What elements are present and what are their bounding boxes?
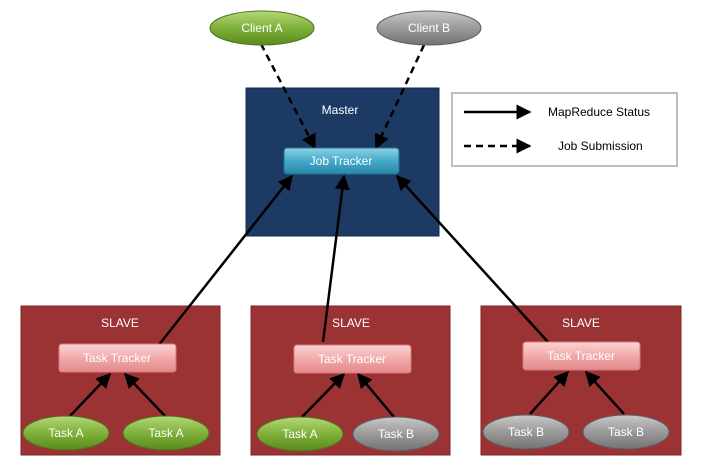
task-node: Task B — [582, 414, 670, 450]
client-b-node: Client B — [376, 10, 482, 46]
task-tracker-node-1: Task Tracker — [58, 343, 177, 373]
task-tracker-node-2: Task Tracker — [293, 344, 412, 374]
task-label: Task B — [378, 427, 414, 441]
task-tracker-label: Task Tracker — [547, 349, 615, 363]
status-arrow-slave-3 — [395, 174, 549, 343]
status-arrow-slave-2 — [321, 174, 350, 343]
task-label: Task A — [148, 426, 183, 440]
task-tracker-box — [522, 341, 641, 371]
legend: MapReduce Status Job Submission — [451, 92, 678, 167]
job-tracker-box — [283, 147, 400, 175]
task-tracker-label: Task Tracker — [83, 351, 151, 365]
status-arrow-task — [357, 372, 395, 418]
client-a-node: Client A — [209, 10, 315, 46]
job-submission-arrow-client-b — [374, 44, 426, 150]
legend-dashed-label: Job Submission — [558, 139, 643, 153]
task-ellipse — [482, 414, 570, 450]
task-label: Task A — [48, 426, 83, 440]
task-node: Task A — [22, 415, 110, 451]
status-arrow-slave-1 — [157, 174, 293, 347]
task-ellipse — [256, 416, 344, 452]
task-node: Task A — [256, 416, 344, 452]
task-ellipse — [22, 415, 110, 451]
task-tracker-box — [58, 343, 177, 373]
legend-box — [451, 92, 678, 167]
task-node: Task A — [122, 415, 210, 451]
job-tracker-label: Job Tracker — [310, 154, 373, 168]
task-node: Task B — [482, 414, 570, 450]
status-arrow-task — [69, 372, 112, 417]
task-tracker-label: Task Tracker — [318, 352, 386, 366]
slave-title: SLAVE — [332, 316, 370, 330]
status-arrow-task — [301, 372, 346, 418]
status-arrow-task — [123, 372, 166, 417]
job-submission-arrow-client-a — [259, 43, 317, 150]
status-arrow-task — [584, 370, 625, 415]
slave-title: SLAVE — [562, 316, 600, 330]
task-ellipse — [352, 416, 440, 452]
status-arrow-task — [529, 370, 570, 415]
client-a-ellipse — [209, 10, 315, 46]
legend-solid-label: MapReduce Status — [548, 105, 650, 119]
job-tracker-node: Job Tracker — [283, 147, 400, 175]
task-ellipse — [122, 415, 210, 451]
task-label: Task B — [608, 425, 644, 439]
task-ellipse — [582, 414, 670, 450]
task-node: Task B — [352, 416, 440, 452]
task-tracker-box — [293, 344, 412, 374]
task-tracker-node-3: Task Tracker — [522, 341, 641, 371]
client-b-ellipse — [376, 10, 482, 46]
client-b-label: Client B — [408, 21, 450, 35]
task-label: Task A — [282, 427, 317, 441]
task-label: Task B — [508, 425, 544, 439]
slave-title: SLAVE — [101, 316, 139, 330]
client-a-label: Client A — [241, 21, 282, 35]
master-title: Master — [322, 103, 359, 117]
